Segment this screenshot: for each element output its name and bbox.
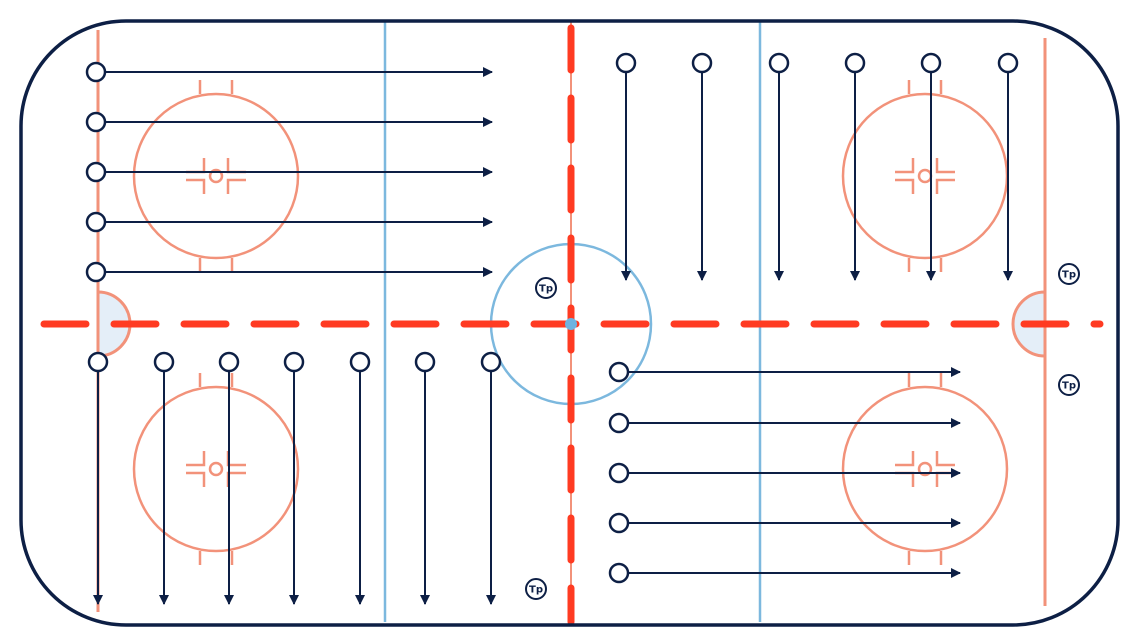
player-circle-icon xyxy=(997,52,1019,74)
faceoff-circle-top-left xyxy=(132,80,300,272)
player-circle-icon xyxy=(85,261,107,283)
player-circle-icon xyxy=(480,351,502,373)
coach-tp-icon xyxy=(525,578,547,600)
coach-label: Tp xyxy=(1062,270,1076,281)
player-circle-icon xyxy=(691,52,713,74)
coach-bottom-center: Tp xyxy=(525,578,547,600)
player-circle-icon xyxy=(85,211,107,233)
player-circle-icon xyxy=(349,351,371,373)
player-circle-icon xyxy=(87,351,109,373)
faceoff-circle-bottom-right xyxy=(841,373,1009,565)
drill-players xyxy=(85,52,1019,584)
coach-right-bottom: Tp xyxy=(1058,374,1080,396)
center-faceoff-dot xyxy=(565,318,577,330)
player-circle-icon xyxy=(608,361,630,383)
drill-arrows xyxy=(93,67,1013,605)
player-circle-icon xyxy=(844,52,866,74)
player-circle-icon xyxy=(608,562,630,584)
coach-label: Tp xyxy=(1062,381,1076,392)
player-circle-icon xyxy=(608,462,630,484)
player-circle-icon xyxy=(85,61,107,83)
player-circle-icon xyxy=(608,412,630,434)
coach-label: Tp xyxy=(529,585,543,596)
coach-tp-icon xyxy=(1058,263,1080,285)
player-circle-icon xyxy=(414,351,436,373)
coach-tp-icon xyxy=(1058,374,1080,396)
faceoff-circle-top-right xyxy=(841,80,1009,272)
player-circle-icon xyxy=(920,52,942,74)
player-circle-icon xyxy=(218,351,240,373)
coach-label: Tp xyxy=(539,284,553,295)
rink-boards xyxy=(19,19,1120,627)
player-circle-icon xyxy=(768,52,790,74)
player-circle-icon xyxy=(85,111,107,133)
rink-markings xyxy=(19,19,1120,627)
coach-tp-icon xyxy=(535,277,557,299)
player-circle-icon xyxy=(615,52,637,74)
faceoff-circle-bottom-left xyxy=(132,373,300,565)
coach-center: Tp xyxy=(535,277,557,299)
player-circle-icon xyxy=(85,161,107,183)
player-circle-icon xyxy=(608,512,630,534)
player-circle-icon xyxy=(283,351,305,373)
coach-right-top: Tp xyxy=(1058,263,1080,285)
player-circle-icon xyxy=(153,351,175,373)
